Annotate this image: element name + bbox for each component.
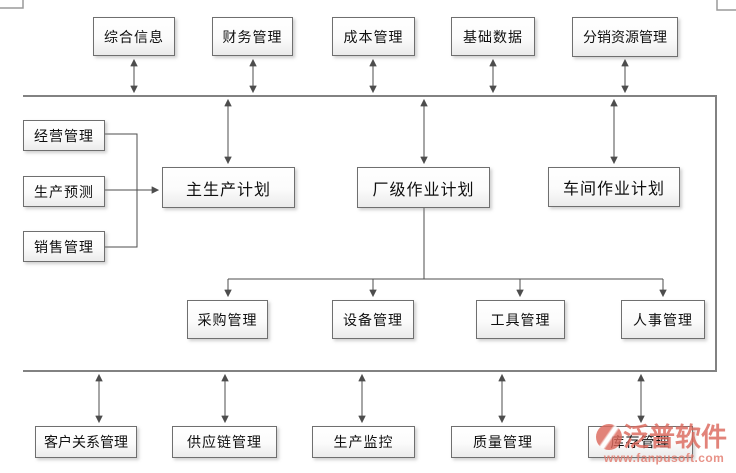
bottom-row-arrows: [95, 373, 645, 424]
node-quality-management: 质量管理: [451, 426, 555, 458]
node-distribution-resource-management: 分销资源管理: [572, 17, 678, 57]
bus-frame: [23, 95, 717, 372]
node-basic-data: 基础数据: [451, 17, 535, 56]
left-column-connectors: [105, 133, 160, 248]
top-row-arrows: [130, 58, 629, 94]
node-factory-operation-plan: 厂级作业计划: [357, 167, 490, 208]
node-master-production-plan: 主生产计划: [162, 167, 295, 208]
plan-row-arrows: [224, 98, 618, 165]
node-production-forecast: 生产预测: [23, 176, 105, 207]
node-inventory-management: 库存管理: [588, 426, 693, 458]
node-workshop-operation-plan: 车间作业计划: [548, 167, 680, 207]
node-hr-management: 人事管理: [621, 300, 705, 339]
cutoff-box-top-right: [716, 0, 736, 11]
node-production-monitoring: 生产监控: [312, 426, 415, 458]
node-business-management: 经营管理: [23, 120, 105, 151]
node-customer-relationship-management: 客户关系管理: [35, 426, 137, 458]
cutoff-box-top-left: [0, 0, 24, 9]
node-finance-management: 财务管理: [212, 17, 293, 56]
node-tool-management: 工具管理: [476, 300, 565, 339]
node-equipment-management: 设备管理: [332, 300, 414, 339]
branch-connectors: [224, 208, 667, 298]
node-integrated-information: 综合信息: [93, 17, 175, 56]
node-procurement-management: 采购管理: [187, 300, 268, 339]
node-supply-chain-management: 供应链管理: [172, 426, 277, 458]
node-cost-management: 成本管理: [332, 17, 415, 56]
node-sales-management: 销售管理: [23, 231, 105, 262]
